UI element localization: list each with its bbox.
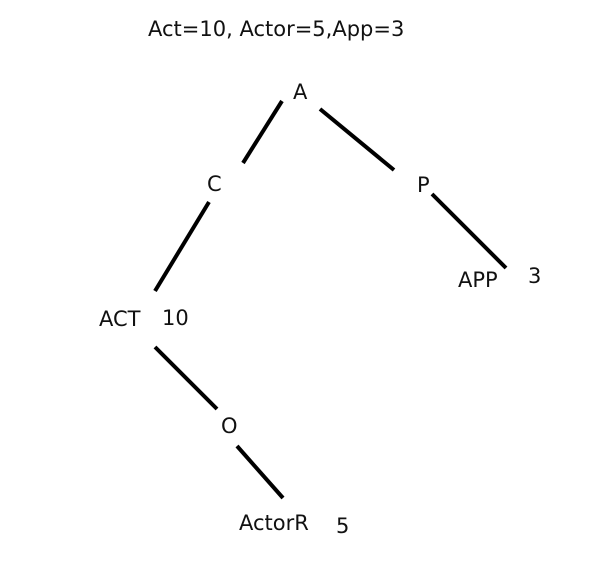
count-app: 3 bbox=[528, 264, 542, 288]
node-c: C bbox=[207, 172, 222, 196]
edge-a-c bbox=[241, 99, 284, 165]
node-p: P bbox=[417, 173, 430, 197]
node-actor: ActorR bbox=[239, 511, 309, 535]
edge-o-actor bbox=[235, 444, 285, 500]
node-app: APP bbox=[458, 268, 498, 292]
count-actor: 5 bbox=[336, 514, 350, 538]
node-act: ACT bbox=[99, 307, 141, 331]
edge-c-act bbox=[153, 200, 211, 293]
node-root-a: A bbox=[293, 80, 308, 104]
edge-act-o bbox=[153, 345, 219, 411]
edge-p-app bbox=[430, 192, 508, 270]
node-o: O bbox=[221, 414, 238, 438]
count-act: 10 bbox=[162, 306, 189, 330]
word-counts-caption: Act=10, Actor=5,App=3 bbox=[148, 17, 405, 41]
edge-a-p bbox=[318, 107, 396, 172]
